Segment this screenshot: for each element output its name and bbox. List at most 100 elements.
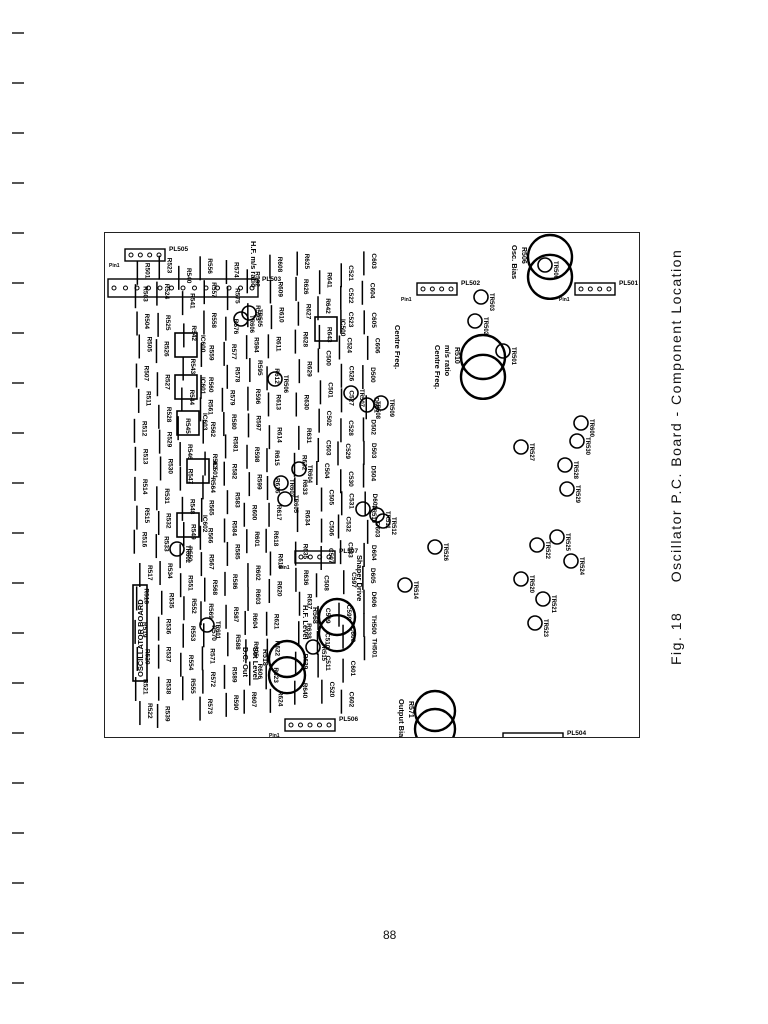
transistor-label: TR603	[288, 479, 294, 498]
connector-label: PL502	[461, 280, 481, 287]
connector-pin	[226, 285, 232, 291]
component-label: R522	[146, 703, 153, 719]
ic-outline	[174, 332, 198, 358]
trimmer-pot	[459, 353, 507, 401]
component-label: R599	[255, 474, 262, 490]
component-label: R581	[232, 436, 239, 452]
connector-label: PL503	[262, 276, 282, 283]
component-label: C522	[347, 288, 354, 304]
transistor-outline	[549, 529, 565, 545]
component-label: R629	[305, 361, 312, 377]
ic-label: IC601	[199, 377, 206, 395]
binding-ticks	[0, 0, 30, 1024]
board-title: OSCILLATOR BOARD	[136, 599, 145, 677]
component-label: C504	[323, 463, 330, 479]
binding-tick	[12, 282, 24, 284]
component-label: TH501	[370, 638, 377, 658]
pot-name-label: D.C. Out	[241, 647, 250, 677]
page-number: 88	[383, 928, 397, 942]
component-label: R628	[301, 332, 308, 348]
trimmer-pot	[459, 333, 507, 381]
connector-pin	[606, 286, 612, 292]
component-label: C605	[370, 312, 377, 328]
component-label: R539	[164, 706, 171, 722]
component-label: C599	[345, 605, 352, 621]
transistor-outline	[513, 571, 529, 587]
component-label: R573	[206, 699, 213, 715]
binding-tick	[12, 232, 24, 234]
component-label: R505	[145, 336, 152, 352]
component-label: R623	[272, 667, 279, 683]
component-label: R511	[145, 391, 152, 407]
component-label: D503	[370, 443, 377, 459]
component-label: R532	[165, 513, 172, 529]
component-label: R585	[233, 544, 240, 560]
component-label: R637	[306, 594, 313, 610]
component-label: R551	[187, 575, 194, 591]
component-label: R529	[166, 432, 173, 448]
component-label: C509	[324, 608, 331, 624]
component-label: R572	[209, 672, 216, 688]
component-label: R603	[254, 589, 261, 605]
component-label: R597	[255, 415, 262, 431]
transistor-label: TR512	[390, 517, 396, 536]
connector-pin	[249, 285, 255, 291]
component-label: R598	[253, 447, 260, 463]
component-label: R521	[142, 679, 149, 695]
transistor-outline	[241, 305, 257, 321]
component-label: C524	[345, 338, 352, 354]
transistor-label: TR605	[292, 495, 298, 514]
transistor-outline	[397, 577, 413, 593]
component-label: R574	[232, 262, 239, 278]
binding-tick	[12, 782, 24, 784]
component-label: R545	[184, 418, 191, 434]
transistor-outline	[277, 491, 293, 507]
connector-label: PL507	[339, 548, 359, 555]
component-label: R514	[141, 479, 148, 495]
transistor-outline	[495, 343, 511, 359]
connector-pin	[169, 285, 174, 291]
component-label: C511	[324, 656, 331, 672]
connector-pin	[157, 285, 163, 291]
binding-tick	[12, 982, 24, 984]
component-label: R557	[210, 282, 217, 298]
component-label: R558	[210, 313, 217, 329]
binding-tick	[12, 432, 24, 434]
component-label: R564	[209, 477, 216, 493]
transistor-label: TR500	[552, 261, 558, 280]
transistor-label: TR600	[588, 419, 594, 438]
component-label: R620	[275, 581, 282, 597]
component-label: R622	[273, 641, 280, 657]
ic-outline	[176, 410, 200, 436]
component-label: R568	[211, 580, 218, 596]
component-label: R614	[275, 427, 282, 443]
connector-pin	[123, 285, 128, 291]
component-label: C527	[348, 390, 355, 406]
connector-pin	[215, 285, 220, 291]
pot-name-label: Set Level	[251, 647, 260, 680]
trimmer-pot	[413, 707, 457, 737]
connector-label: PL506	[339, 716, 359, 723]
transistor-label: TR502	[482, 317, 488, 336]
component-label: R527	[163, 374, 170, 390]
component-label: R555	[189, 678, 196, 694]
component-label: R571	[208, 648, 215, 664]
component-label: R566	[206, 528, 213, 544]
component-label: R578	[233, 367, 240, 383]
component-label: R641	[326, 272, 333, 288]
component-label: R562	[209, 422, 216, 438]
component-label: R634	[304, 510, 311, 526]
component-label: R515	[143, 508, 150, 524]
transistor-label: TR527	[528, 443, 534, 462]
figure-caption: Fig. 18 Oscillator P.C. Board - Componen…	[668, 225, 684, 665]
transistor-outline	[169, 541, 185, 557]
transistor-outline	[273, 475, 289, 491]
connector-pin	[597, 286, 603, 292]
component-label: R513	[141, 449, 148, 465]
component-label: D605	[369, 568, 376, 584]
transistor-outline	[305, 639, 321, 655]
component-label: R631	[305, 428, 312, 444]
binding-tick	[12, 132, 24, 134]
transistor-label: TR606	[248, 315, 254, 334]
component-label: R583	[233, 492, 240, 508]
